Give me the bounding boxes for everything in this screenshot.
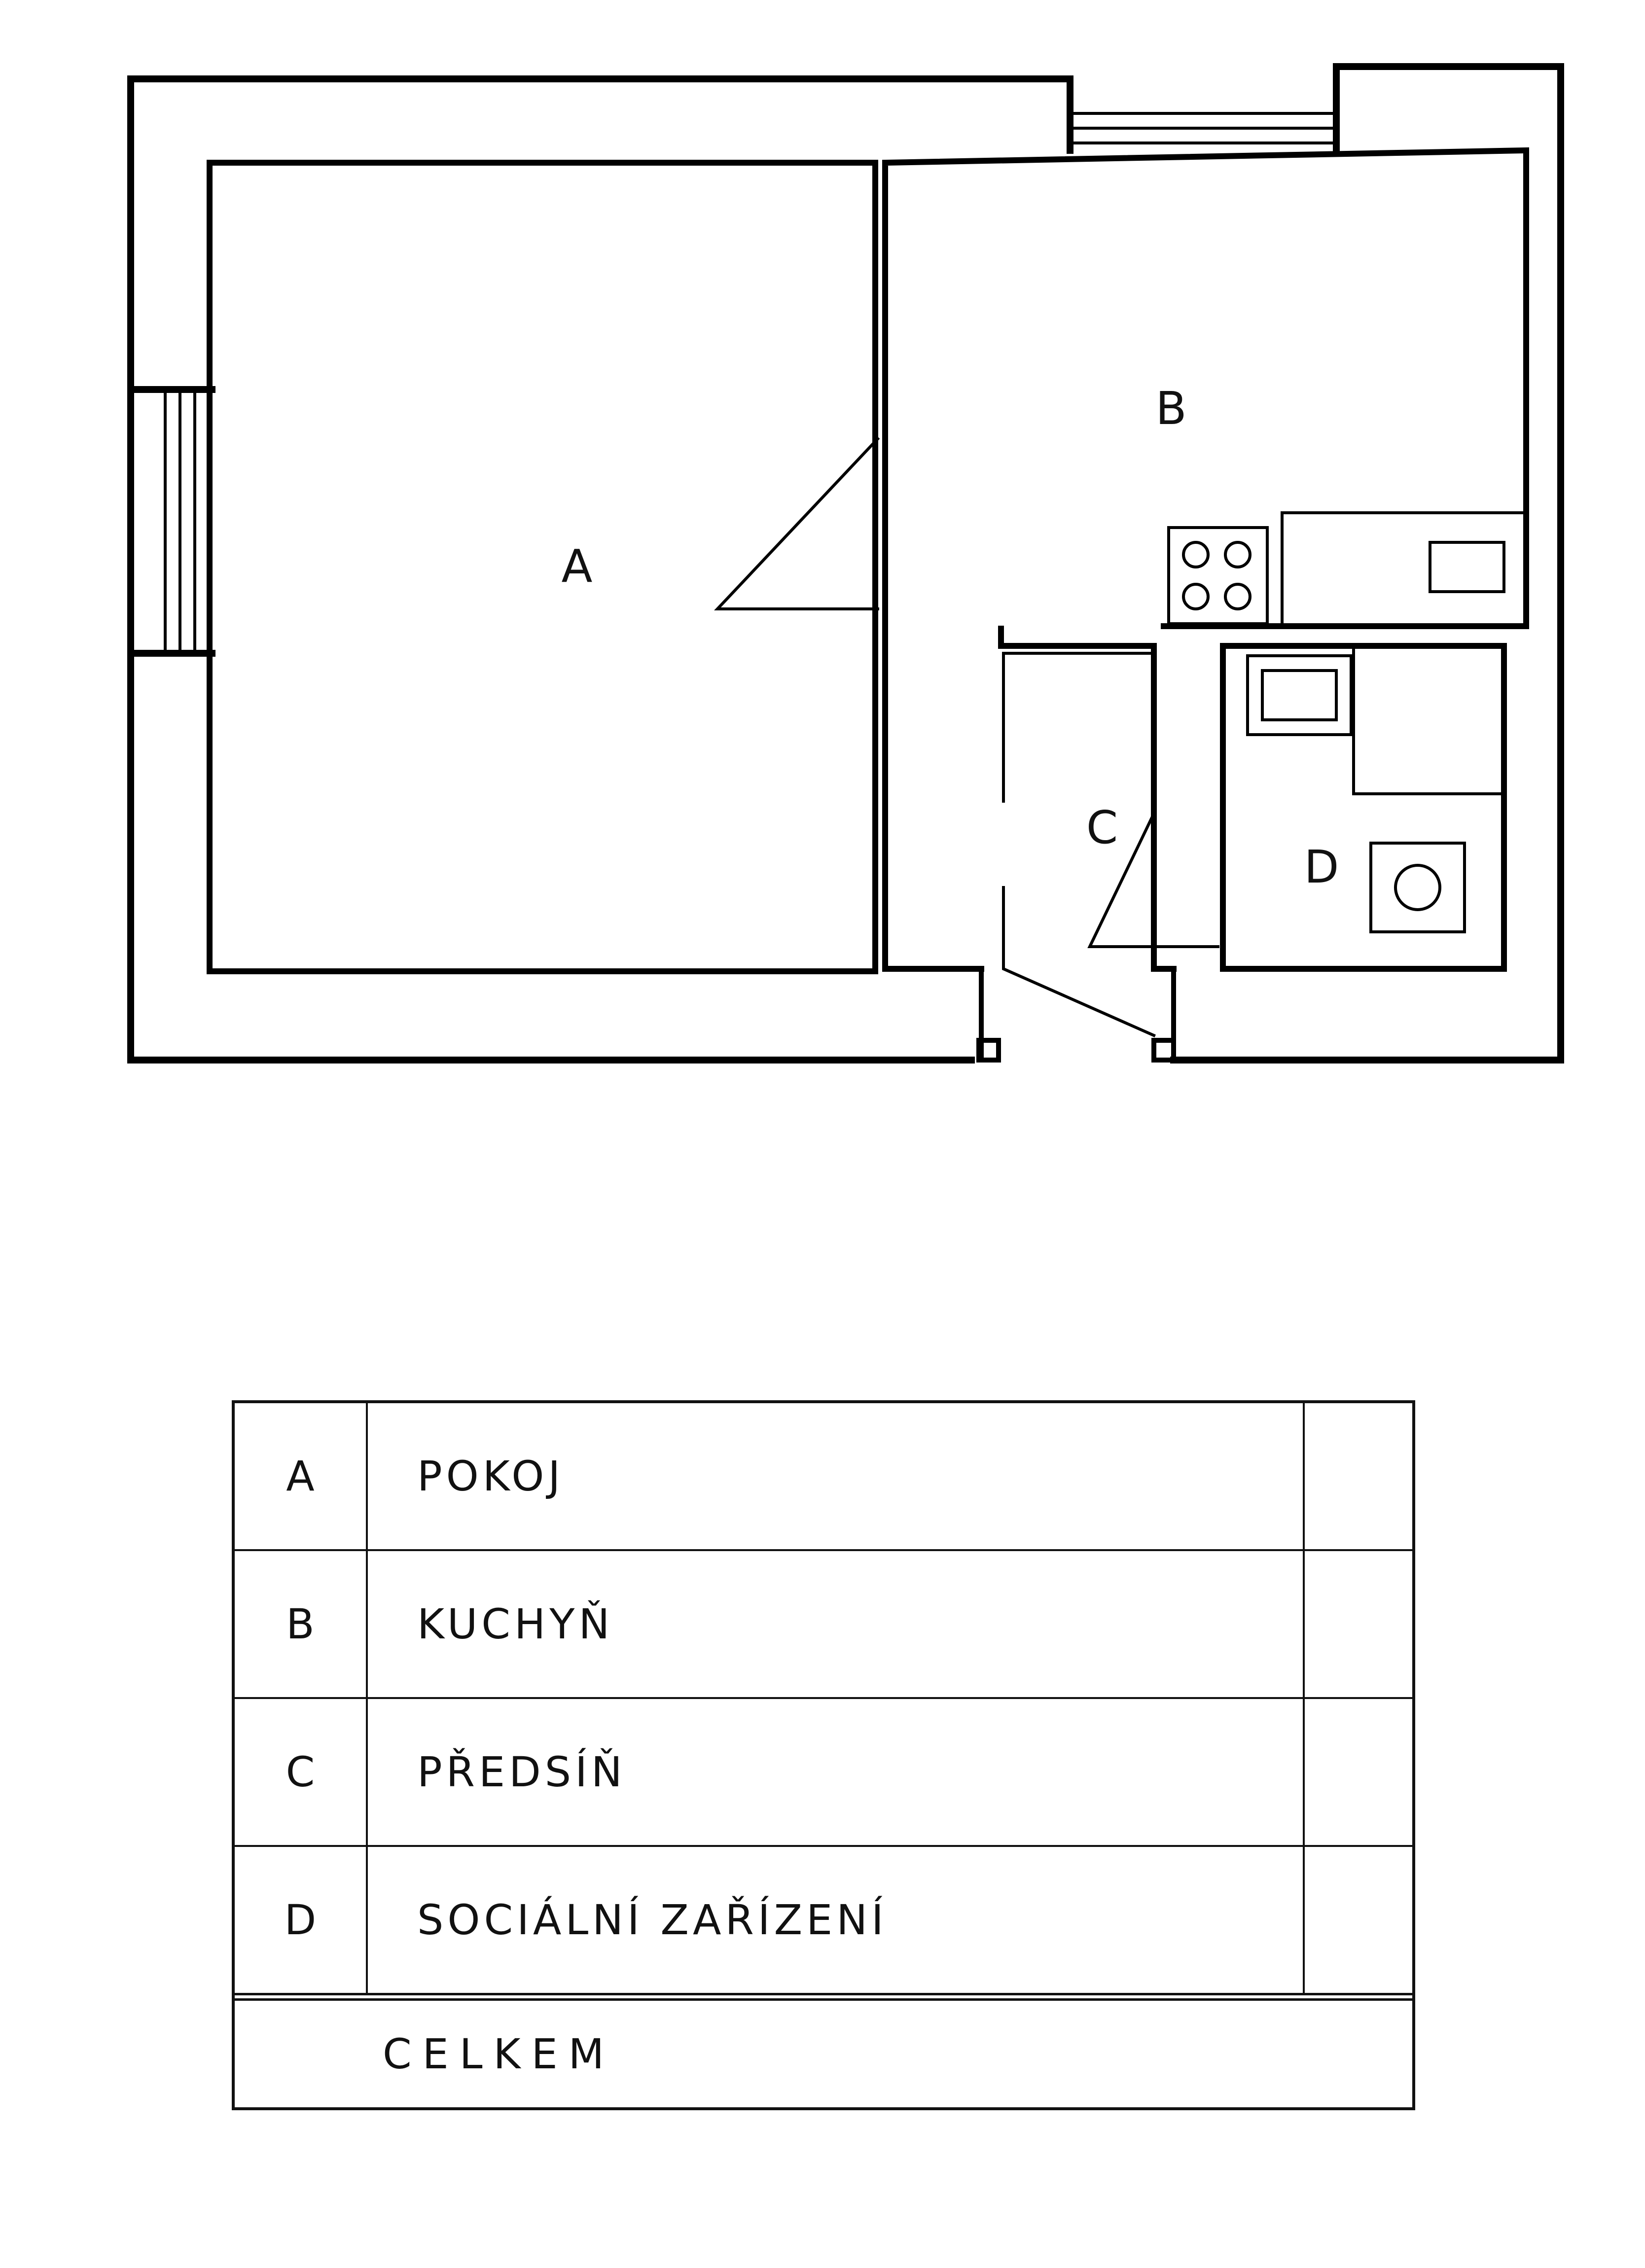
bathroom-fixtures: [1246, 644, 1505, 933]
outer-walls: [127, 63, 1564, 1063]
legend-area-cell: [1305, 1847, 1412, 1993]
window-left: [164, 388, 196, 655]
stove-burners: [1182, 541, 1252, 610]
legend-name: POKOJ: [368, 1403, 1305, 1549]
legend-name: KUCHYŇ: [368, 1551, 1305, 1697]
legend-area-cell: [1305, 1551, 1412, 1697]
legend-code: B: [235, 1551, 368, 1697]
floor-plan: A B C D: [127, 63, 1564, 1063]
entrance: [976, 966, 1176, 1063]
legend-code: C: [235, 1699, 368, 1845]
legend-name: PŘEDSÍŇ: [368, 1699, 1305, 1845]
inner-walls: [207, 147, 1529, 974]
window-top: [1073, 112, 1333, 144]
legend-row: C PŘEDSÍŇ: [235, 1699, 1412, 1847]
legend-code: D: [235, 1847, 368, 1993]
room-label-d: D: [1304, 841, 1339, 893]
legend-total-label: CELKEM: [383, 2030, 615, 2078]
legend-code: A: [235, 1403, 368, 1549]
legend-area-cell: [1305, 1699, 1412, 1845]
legend-row: A POKOJ: [235, 1403, 1412, 1551]
room-label-b: B: [1155, 382, 1186, 435]
legend-row: D SOCIÁLNÍ ZAŘÍZENÍ: [235, 1847, 1412, 2001]
door-swings: [714, 436, 1219, 1037]
legend-row: B KUCHYŇ: [235, 1551, 1412, 1699]
room-legend-table: A POKOJ B KUCHYŇ C PŘEDSÍŇ D SOCIÁLNÍ ZA…: [232, 1400, 1415, 2110]
kitchen-counter: [1167, 511, 1528, 628]
room-label-a: A: [562, 540, 593, 593]
legend-area-cell: [1305, 1403, 1412, 1549]
room-label-c: C: [1086, 801, 1118, 854]
legend-name: SOCIÁLNÍ ZAŘÍZENÍ: [368, 1847, 1305, 1993]
